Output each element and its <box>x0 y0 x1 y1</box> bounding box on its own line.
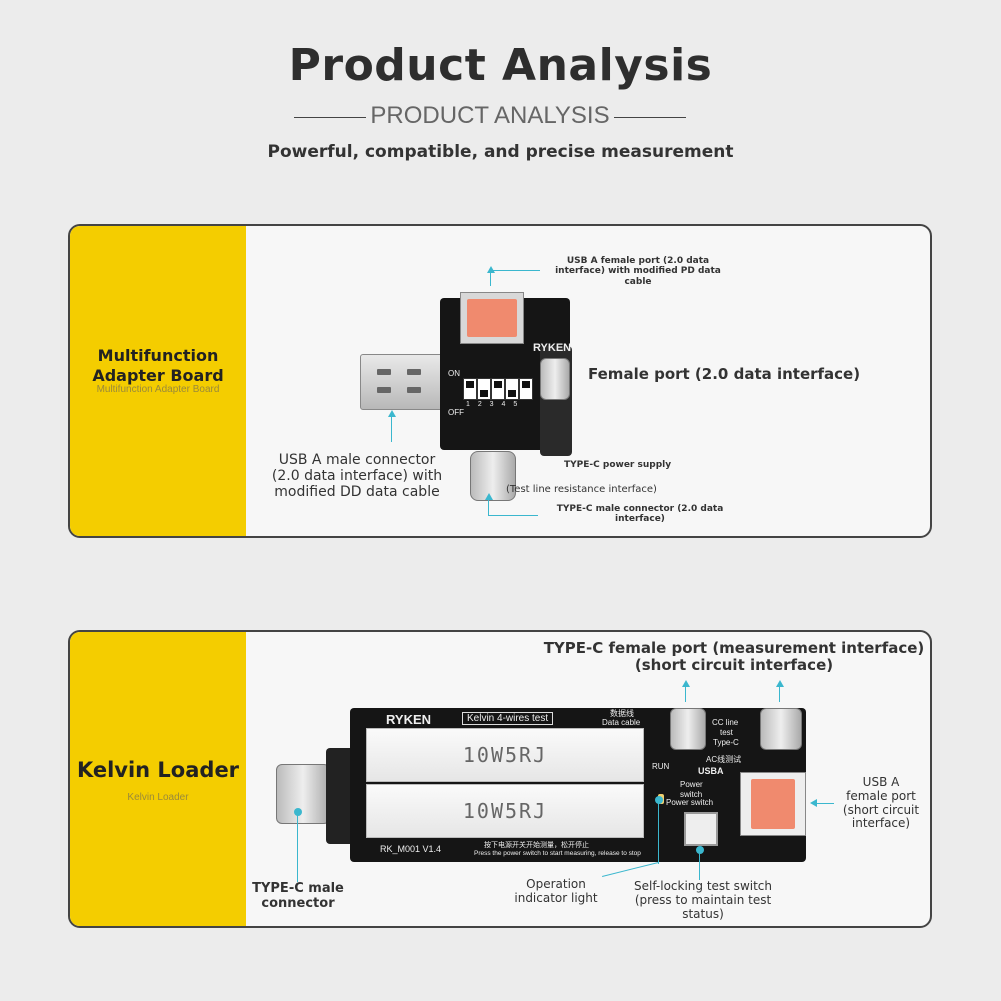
kelvin-typec-female-port-1 <box>670 708 706 750</box>
connector-typec-male-kelvin <box>297 812 298 882</box>
adapter-board-title-line-1: Multifunction <box>97 346 219 365</box>
arrow-usb-a-female-kelvin <box>810 799 817 807</box>
page-subtitle: PRODUCT ANALYSIS <box>370 102 610 129</box>
adapter-board-subtitle: Multifunction Adapter Board <box>96 384 220 395</box>
kelvin-usb-a-female-port <box>740 772 806 836</box>
kelvin-usba-text: USBA <box>698 766 724 776</box>
arrow-usb-a-female <box>487 266 495 273</box>
connector-typec-female-2 <box>779 682 780 702</box>
kelvin-loader-panel: Kelvin Loader Kelvin Loader RYKEN Kelvin… <box>68 630 932 928</box>
label-typec-power: TYPE-C power supply <box>564 460 672 470</box>
kelvin-typec-male-plug <box>276 764 330 824</box>
dot-test-switch <box>696 846 704 854</box>
page-title: Product Analysis <box>288 40 713 91</box>
kelvin-model: RK_M001 V1.4 <box>380 844 442 854</box>
kelvin-run-text: RUN <box>652 762 670 771</box>
subtitle-right-rule <box>614 117 686 118</box>
label-typec-male: TYPE-C male connector (2.0 data interfac… <box>556 504 724 525</box>
label-indicator-light: Operation indicator light <box>514 877 598 905</box>
arrow-typec-female-2 <box>776 680 784 687</box>
kelvin-note-en: Press the power switch to start measurin… <box>474 850 641 857</box>
connector-typec-male-v <box>488 497 489 515</box>
dot-indicator-light <box>655 796 663 804</box>
connector-usb-a-female-v <box>490 270 491 286</box>
page-tagline: Powerful, compatible, and precise measur… <box>267 142 734 162</box>
label-usb-a-female: USB A female port (2.0 data interface) w… <box>555 256 721 287</box>
adapter-brand: RYKEN <box>533 342 572 354</box>
kelvin-power-text-1: Power <box>680 780 703 789</box>
adapter-board-panel: Multifunction Adapter Board Multifunctio… <box>68 224 932 538</box>
connector-indicator-light-v <box>658 802 659 864</box>
label-typec-male-kelvin: TYPE-C male connector <box>252 881 344 911</box>
typec-female-port <box>540 358 570 400</box>
adapter-board-sidebar: Multifunction Adapter Board Multifunctio… <box>70 226 246 536</box>
subtitle-left-rule <box>294 117 366 118</box>
connector-indicator-light <box>602 861 659 877</box>
kelvin-ac-cn: AC线测试 <box>706 755 742 764</box>
kelvin-loader-sidebar: Kelvin Loader Kelvin Loader <box>70 632 246 926</box>
kelvin-power-text-2: switch <box>680 790 703 799</box>
adapter-board-title-line-2: Adapter Board <box>92 366 224 385</box>
self-locking-switch <box>684 812 718 846</box>
kelvin-power-text-3: Power switch <box>666 798 714 807</box>
kelvin-cc-line: CC line <box>712 718 739 727</box>
kelvin-test: test <box>720 728 733 737</box>
connector-typec-female-1 <box>685 682 686 702</box>
arrow-usb-a-male <box>388 410 396 417</box>
label-usb-a-male: USB A male connector (2.0 data interface… <box>271 452 443 501</box>
resistor-bottom: 10W5RJ <box>366 784 644 838</box>
usb-a-female-port <box>460 292 524 344</box>
connector-usb-a-male <box>391 414 392 442</box>
kelvin-loader-title: Kelvin Loader <box>76 758 240 782</box>
label-test-line: (Test line resistance interface) <box>506 484 657 495</box>
connector-usb-a-female-h <box>490 270 540 271</box>
label-female-port: Female port (2.0 data interface) <box>588 365 861 383</box>
kelvin-typec-female-port-2 <box>760 708 802 750</box>
typec-male-plug <box>470 451 516 501</box>
label-test-switch: Self-locking test switch (press to maint… <box>634 879 772 921</box>
kelvin-loader-subtitle: Kelvin Loader <box>127 792 189 803</box>
dip-on-label: ON <box>448 369 460 378</box>
connector-test-switch <box>699 852 700 880</box>
kelvin-note-cn: 按下电源开关开始测量，松开停止 <box>484 842 589 849</box>
dip-off-label: OFF <box>448 408 464 417</box>
kelvin-typec-text: Type-C <box>713 738 739 747</box>
label-usb-a-female-kelvin: USB A female port (short circuit interfa… <box>842 775 920 831</box>
resistor-top: 10W5RJ <box>366 728 644 782</box>
kelvin-brand: RYKEN <box>386 712 432 727</box>
subtitle-group: PRODUCT ANALYSIS <box>290 100 690 134</box>
connector-usb-a-female-kelvin <box>814 803 834 804</box>
connector-typec-male-h <box>488 515 538 516</box>
arrow-typec-male <box>485 493 493 500</box>
kelvin-badge: Kelvin 4-wires test <box>462 712 554 725</box>
usb-a-male-plug <box>360 354 446 410</box>
label-typec-female: TYPE-C female port (measurement interfac… <box>543 639 925 675</box>
dip-switch-numbers: 1 2 3 4 5 <box>466 401 521 408</box>
arrow-typec-female-1 <box>682 680 690 687</box>
kelvin-data-cable: Data cable <box>602 718 641 727</box>
kelvin-data-cable-cn: 数据线 <box>610 709 634 718</box>
dot-typec-male-kelvin <box>294 808 302 816</box>
